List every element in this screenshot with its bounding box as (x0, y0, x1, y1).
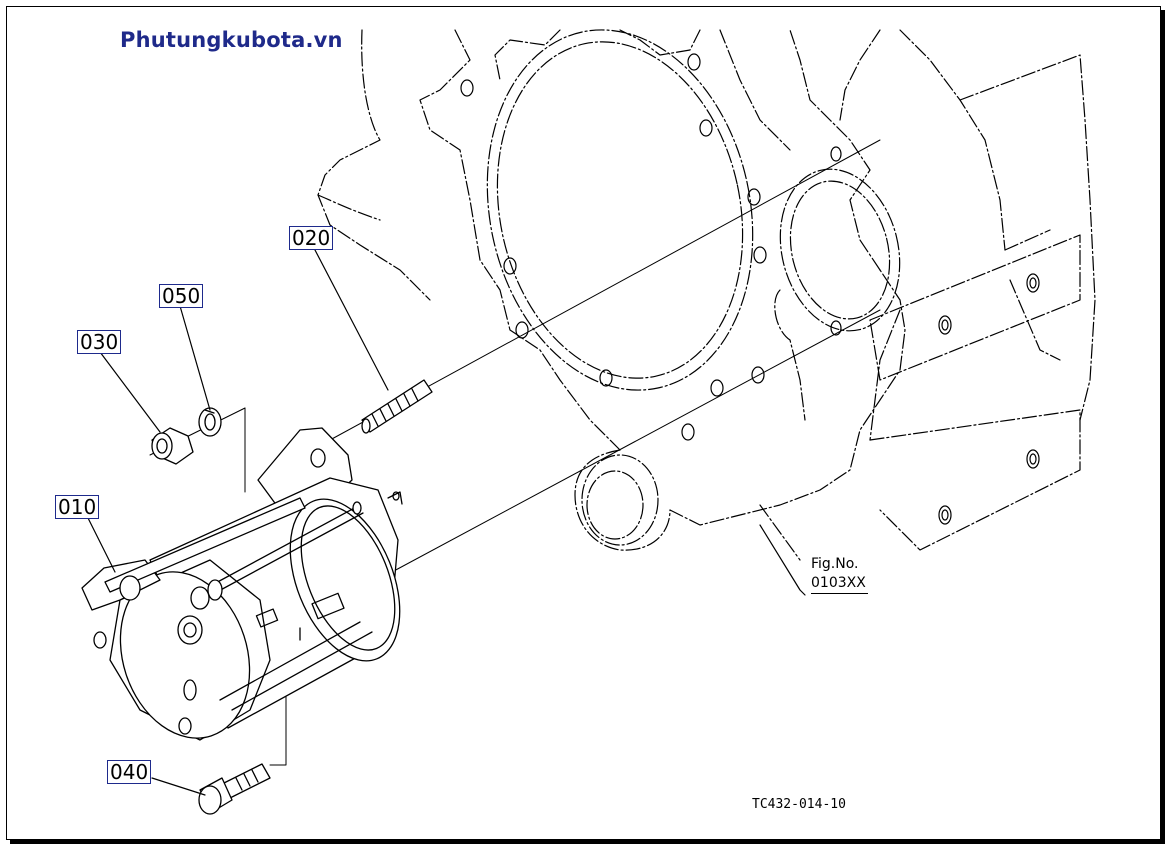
leader-lines (87, 249, 806, 796)
flywheel-housing (317, 29, 1096, 561)
callout-030[interactable]: 030 (77, 330, 122, 354)
bolt-040 (198, 763, 271, 815)
figure-reference-number[interactable]: 0103XX (811, 574, 868, 594)
watermark-text: Phutungkubota.vn (120, 28, 343, 52)
frame-shadow-bottom (10, 840, 1165, 844)
nut-030 (151, 427, 194, 465)
starter-motor-010 (81, 427, 403, 741)
callout-010[interactable]: 010 (55, 495, 100, 519)
stud-bolt-020 (361, 379, 433, 434)
callout-050[interactable]: 050 (159, 284, 204, 308)
diagram-frame (6, 6, 1161, 840)
callout-020[interactable]: 020 (289, 226, 334, 250)
spring-washer-050 (198, 407, 222, 437)
frame-shadow-right (1161, 10, 1165, 844)
figure-reference-label: Fig.No. (811, 556, 859, 572)
figure-reference: Fig.No. 0103XX (811, 555, 868, 594)
drawing-number: TC432-014-10 (752, 797, 846, 812)
callout-040[interactable]: 040 (107, 760, 152, 784)
housing-bolt-holes (460, 53, 1040, 525)
